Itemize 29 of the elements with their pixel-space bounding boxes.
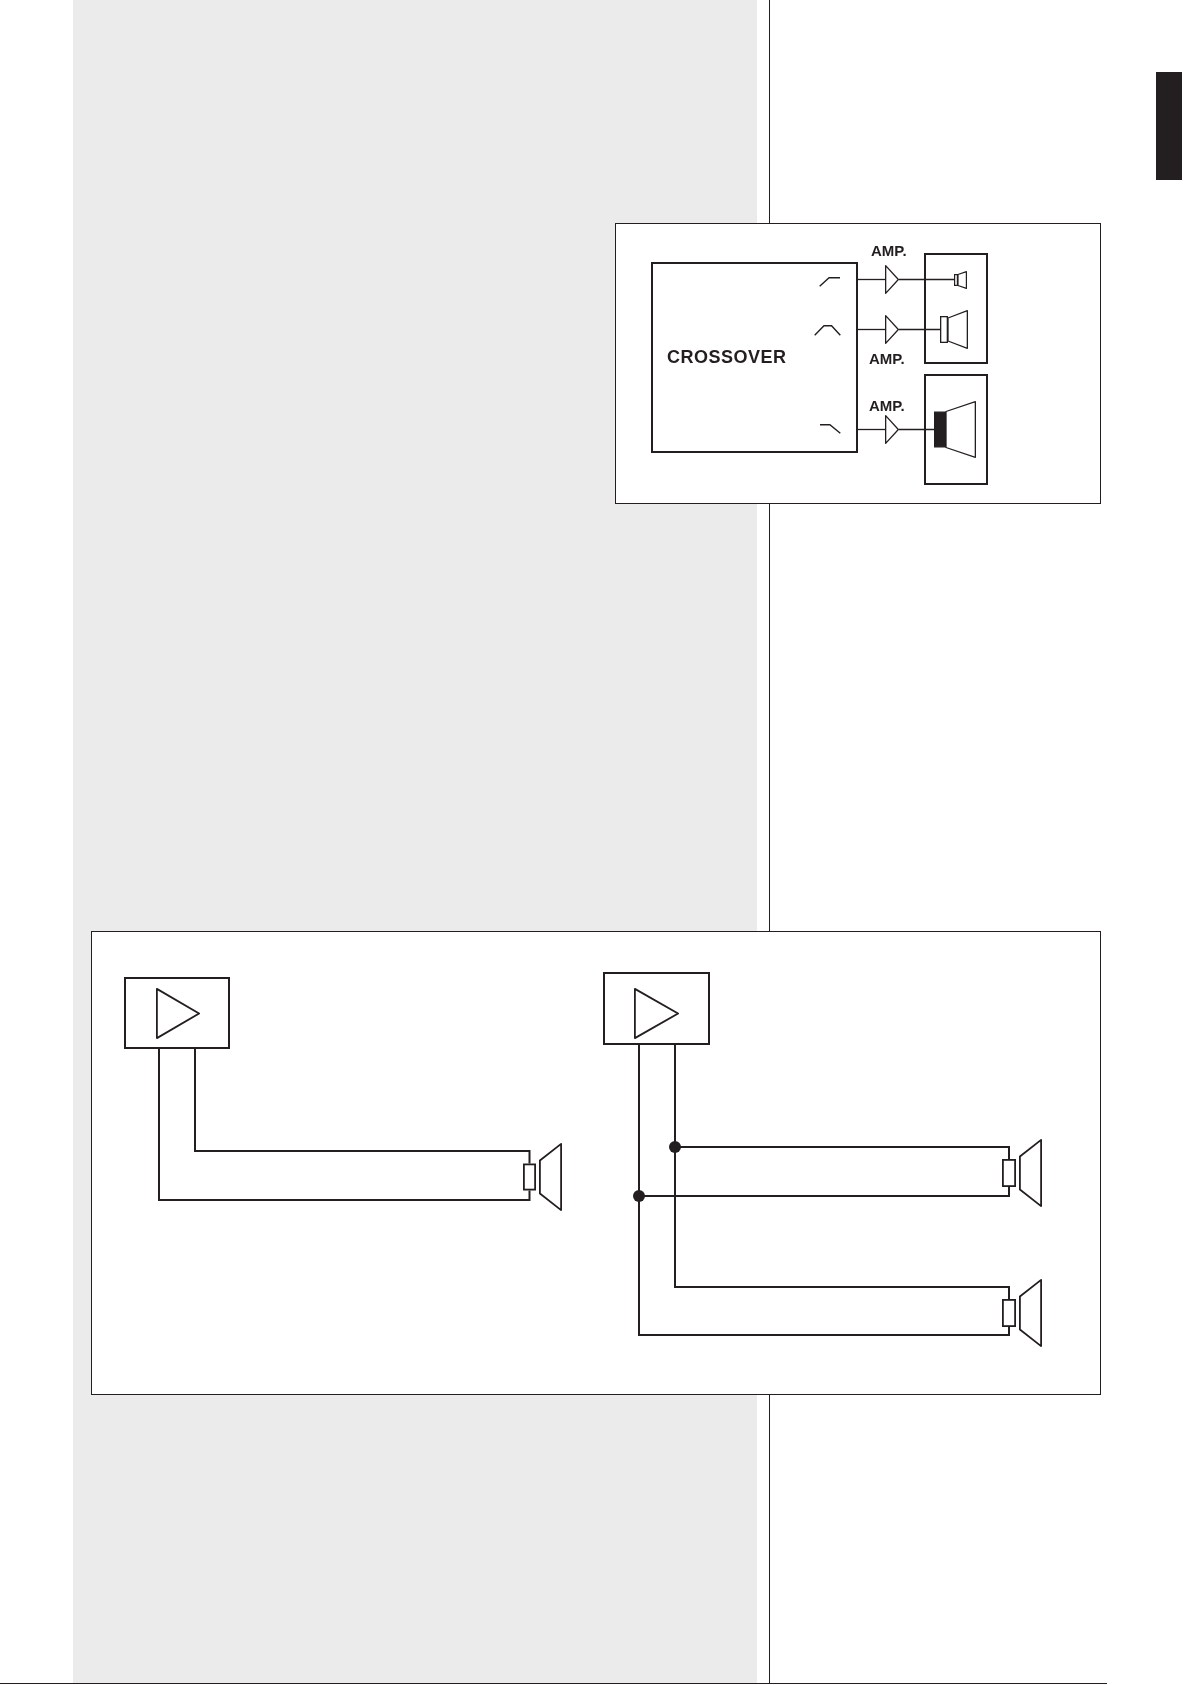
speaker-symbol [1002,1279,1042,1347]
figure-frame [615,223,1101,504]
signal-line [857,328,886,331]
signal-line [857,428,886,431]
amplifier-symbol [885,265,899,294]
speaker-symbol [523,1143,562,1211]
speaker-wire [158,1048,531,1201]
speaker-cabinet [924,374,988,485]
figure-frame [91,931,1101,1395]
speaker-cabinet [924,253,988,364]
speaker-symbol [1002,1139,1042,1207]
amplifier-symbol [885,315,899,344]
crossover-label: CROSSOVER [667,347,787,368]
crossover-block [651,262,858,453]
speaker-wire [194,1048,531,1165]
amp-label: AMP. [869,351,905,366]
signal-line [898,278,955,281]
amplifier-box [603,972,710,1045]
speaker-symbol [934,401,976,458]
signal-line [857,278,886,281]
signal-line [898,428,935,431]
signal-line [898,328,941,331]
section-tab [1156,72,1182,180]
amplifier-symbol [885,415,899,444]
amp-label: AMP. [869,398,905,413]
amp-label: AMP. [871,243,907,258]
amplifier-box [124,977,230,1049]
speaker-symbol [940,310,968,349]
speaker-symbol [954,271,967,289]
